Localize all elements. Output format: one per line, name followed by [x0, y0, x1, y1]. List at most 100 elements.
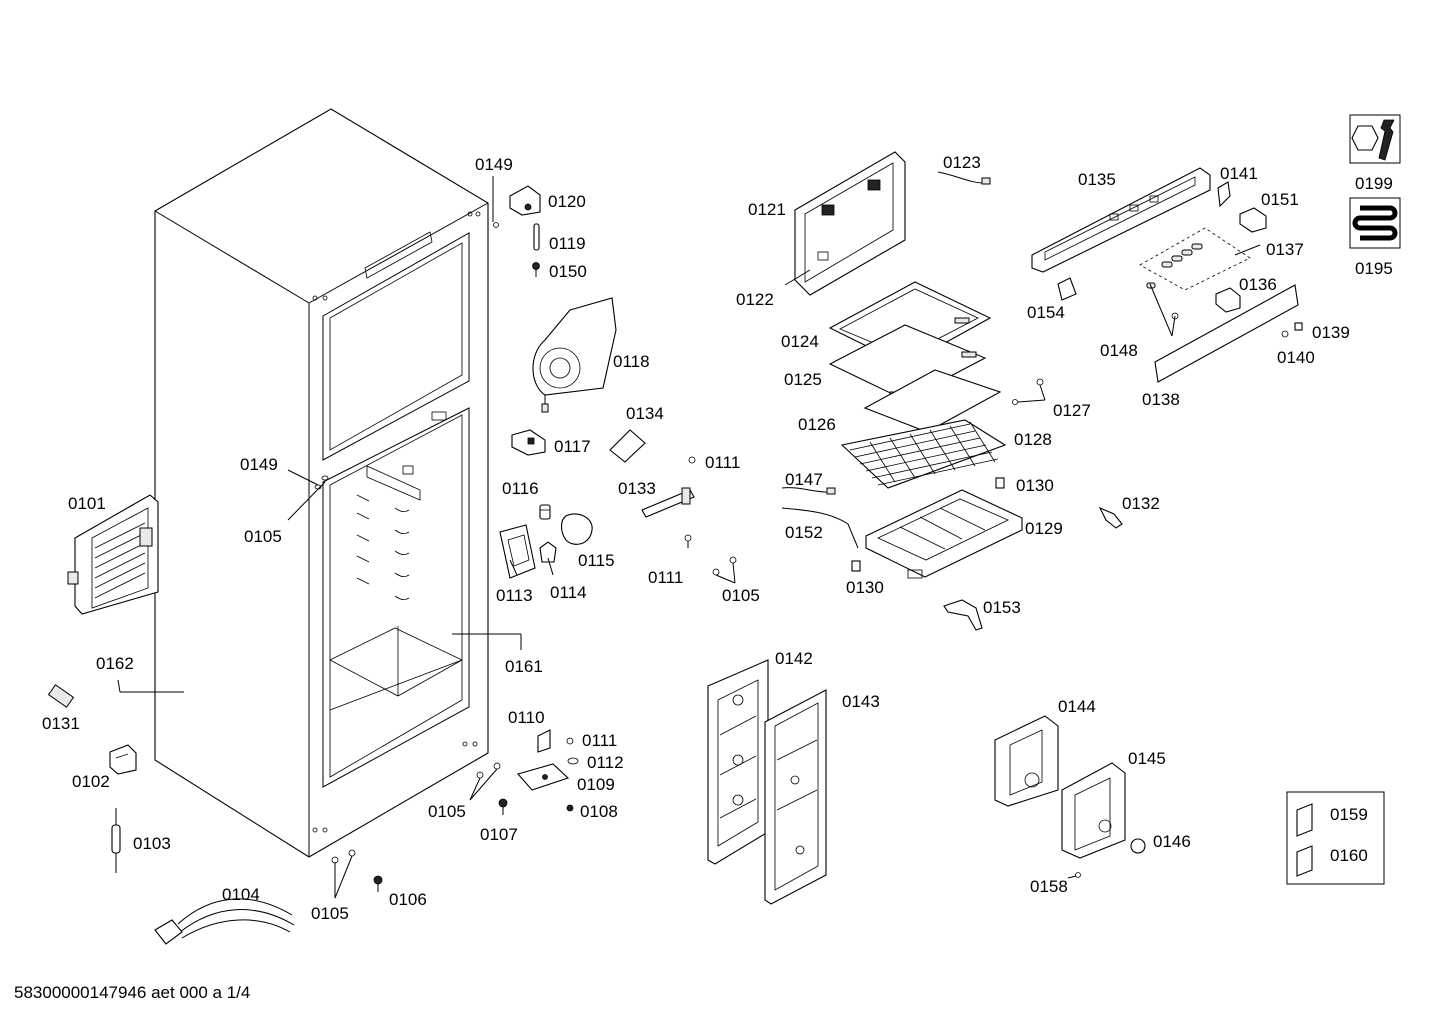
- label-0123: 0123: [943, 153, 981, 172]
- label-0143: 0143: [842, 692, 880, 711]
- part-0137-switch-group: [1139, 227, 1251, 291]
- part-0135-control-housing: [1031, 167, 1211, 273]
- document-id-footer: 58300000147946 aet 000 a 1/4: [14, 983, 250, 1002]
- label-0144: 0144: [1058, 697, 1096, 716]
- label-0108: 0108: [580, 802, 618, 821]
- label-0124: 0124: [781, 332, 819, 351]
- label-0106: 0106: [389, 890, 427, 909]
- part-0116: [539, 504, 551, 520]
- label-0146: 0146: [1153, 832, 1191, 851]
- label-0116: 0116: [502, 479, 539, 498]
- part-0147: [781, 487, 836, 495]
- label-0105: 0105: [244, 527, 282, 546]
- label-0131: 0131: [42, 714, 80, 733]
- label-0149: 0149: [240, 455, 278, 474]
- label-0195: 0195: [1355, 259, 1393, 278]
- part-0111-a: [688, 456, 696, 464]
- label-0151: 0151: [1261, 190, 1299, 209]
- part-0129-drip-tray: [865, 489, 1023, 579]
- label-0105: 0105: [311, 904, 349, 923]
- part-0136: [1215, 287, 1241, 313]
- part-0117: [511, 429, 546, 456]
- part-0128-evaporator: [840, 419, 1007, 489]
- label-0152: 0152: [785, 523, 823, 542]
- label-0162: 0162: [96, 654, 134, 673]
- label-0127: 0127: [1053, 401, 1091, 420]
- label-0136: 0136: [1239, 275, 1277, 294]
- part-0134: [609, 429, 646, 463]
- label-0139: 0139: [1312, 323, 1350, 342]
- label-0149: 0149: [475, 155, 513, 174]
- label-0141: 0141: [1220, 164, 1258, 183]
- label-0138: 0138: [1142, 390, 1180, 409]
- part-0149-top: [493, 222, 499, 228]
- label-0113: 0113: [496, 586, 533, 605]
- part-0119: [533, 223, 540, 251]
- part-0130-b: [851, 560, 861, 572]
- part-0101-rear-cover: [67, 494, 159, 615]
- label-0103: 0103: [133, 834, 171, 853]
- label-0135: 0135: [1078, 170, 1116, 189]
- part-0120: [509, 185, 541, 216]
- label-0147: 0147: [785, 470, 823, 489]
- part-0118-fan: [532, 297, 617, 413]
- part-0104-power-cord: [154, 898, 295, 945]
- part-0126-plate: [863, 369, 1002, 433]
- label-0115: 0115: [578, 551, 615, 570]
- label-0125: 0125: [784, 370, 822, 389]
- label-0114: 0114: [550, 583, 587, 602]
- label-0109: 0109: [577, 775, 615, 794]
- label-0107: 0107: [480, 825, 518, 844]
- legend-box: [1286, 791, 1385, 885]
- cabinet: [154, 108, 489, 858]
- part-0109: [517, 763, 570, 791]
- label-0105: 0105: [428, 802, 466, 821]
- part-0106: [373, 875, 383, 892]
- label-0117: 0117: [554, 437, 591, 456]
- part-0140: [1281, 330, 1289, 338]
- part-0131: [47, 684, 75, 708]
- label-0161: 0161: [505, 657, 543, 676]
- label-0199: 0199: [1355, 174, 1393, 193]
- condenser-coil-icon: [1349, 197, 1401, 249]
- part-0141: [1217, 181, 1231, 208]
- part-0115: [560, 513, 593, 545]
- label-0154: 0154: [1027, 303, 1065, 322]
- label-0110: 0110: [508, 708, 545, 727]
- label-0120: 0120: [548, 192, 586, 211]
- label-0119: 0119: [549, 234, 586, 253]
- label-0126: 0126: [798, 415, 836, 434]
- part-0150: [532, 262, 540, 277]
- label-0140: 0140: [1277, 348, 1315, 367]
- label-0111: 0111: [648, 568, 683, 587]
- part-0102: [109, 744, 137, 775]
- part-0153: [943, 599, 983, 631]
- part-0108: [566, 804, 574, 812]
- label-0130: 0130: [1016, 476, 1054, 495]
- part-0139: [1294, 322, 1303, 331]
- part-0145-housing: [1061, 762, 1126, 859]
- label-0122: 0122: [736, 290, 774, 309]
- part-0158: [1075, 872, 1081, 878]
- label-0111: 0111: [705, 453, 740, 472]
- part-0142-bracket: [707, 659, 769, 865]
- part-0107: [498, 798, 508, 815]
- wrench-nut-icon: [1349, 114, 1401, 164]
- label-0102: 0102: [72, 772, 110, 791]
- label-0111: 0111: [582, 731, 617, 750]
- label-0134: 0134: [626, 404, 664, 423]
- part-0152: [781, 507, 859, 549]
- label-0159: 0159: [1330, 805, 1368, 824]
- label-0137: 0137: [1266, 240, 1304, 259]
- part-0151: [1239, 207, 1267, 233]
- part-0132: [1098, 506, 1123, 529]
- part-0123: [937, 171, 991, 185]
- label-0118: 0118: [613, 352, 650, 371]
- part-0133: [641, 487, 695, 518]
- callout-labels: 0101 0102 0103 0104 0105 0105 0105 0105 …: [42, 153, 1393, 923]
- label-0105: 0105: [722, 586, 760, 605]
- label-0121: 0121: [748, 200, 786, 219]
- part-0111-c: [566, 737, 574, 745]
- label-0133: 0133: [618, 479, 656, 498]
